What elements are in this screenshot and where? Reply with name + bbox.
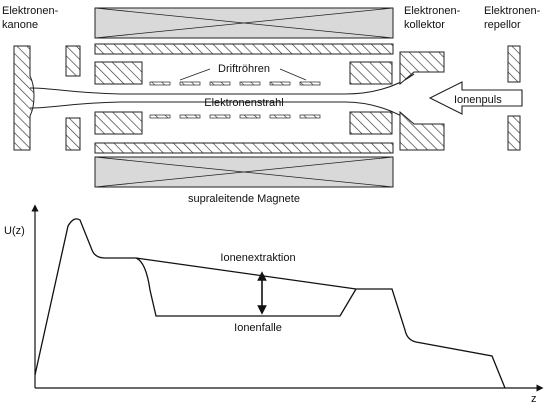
drift-pointer-right — [279, 68, 307, 81]
drift-tube-segment — [149, 81, 171, 86]
label-repeller-line1: Elektronen- — [484, 5, 541, 17]
drift-tube-segment — [269, 81, 291, 86]
drift-tube-segment — [149, 114, 171, 119]
label-magnets: supraleitende Magnete — [188, 193, 300, 205]
end-electrode-right-top — [349, 61, 393, 85]
label-ion-trap: Ionenfalle — [234, 322, 282, 334]
repeller-bottom — [507, 115, 521, 151]
electron-gun-cathode — [13, 45, 35, 151]
drift-tube-segment — [239, 81, 261, 86]
drift-pointer-left — [179, 68, 211, 81]
end-electrode-right-bottom — [349, 111, 393, 135]
shield-bottom — [94, 142, 394, 154]
magnet-top — [94, 7, 394, 39]
collector-bottom — [399, 110, 445, 151]
label-drift-tubes: Driftröhren — [218, 63, 270, 75]
label-electron-beam: Elektronenstrahl — [204, 97, 284, 109]
drift-tube-segment — [299, 81, 321, 86]
label-repeller-line2: repellor — [484, 19, 521, 31]
end-electrode-left-bottom — [94, 111, 143, 135]
label-collector-line2: kollektor — [404, 19, 445, 31]
drift-tube-segment — [209, 81, 231, 86]
drift-tube-segment — [239, 114, 261, 119]
repeller-top — [507, 45, 521, 83]
drift-tube-segment — [179, 114, 201, 119]
electron-beam — [29, 73, 415, 125]
label-gun-line1: Elektronen- — [2, 5, 59, 17]
drift-tubes-top — [149, 81, 321, 86]
label-collector-line1: Elektronen- — [404, 5, 461, 17]
drift-tube-segment — [299, 114, 321, 119]
label-gun-line2: kanone — [2, 19, 38, 31]
end-electrode-left-top — [94, 61, 143, 85]
drift-tube-segment — [209, 114, 231, 119]
label-ion-pulse: Ionenpuls — [454, 94, 502, 106]
drift-tubes-bottom — [149, 114, 321, 119]
drift-tube-segment — [179, 81, 201, 86]
label-ion-extraction: Ionenextraktion — [220, 252, 295, 264]
anode-top — [65, 45, 81, 77]
plot-y-axis-label: U(z) — [4, 225, 25, 237]
magnet-bottom — [94, 156, 394, 188]
ion-pulse-arrow — [428, 81, 523, 115]
curve-ion-extraction — [34, 218, 506, 389]
anode-bottom — [65, 117, 81, 151]
collector-top — [399, 51, 445, 86]
shield-top — [94, 43, 394, 55]
drift-tube-segment — [269, 114, 291, 119]
curve-ion-trap — [135, 257, 357, 317]
plot-x-axis-label: z — [531, 393, 537, 405]
